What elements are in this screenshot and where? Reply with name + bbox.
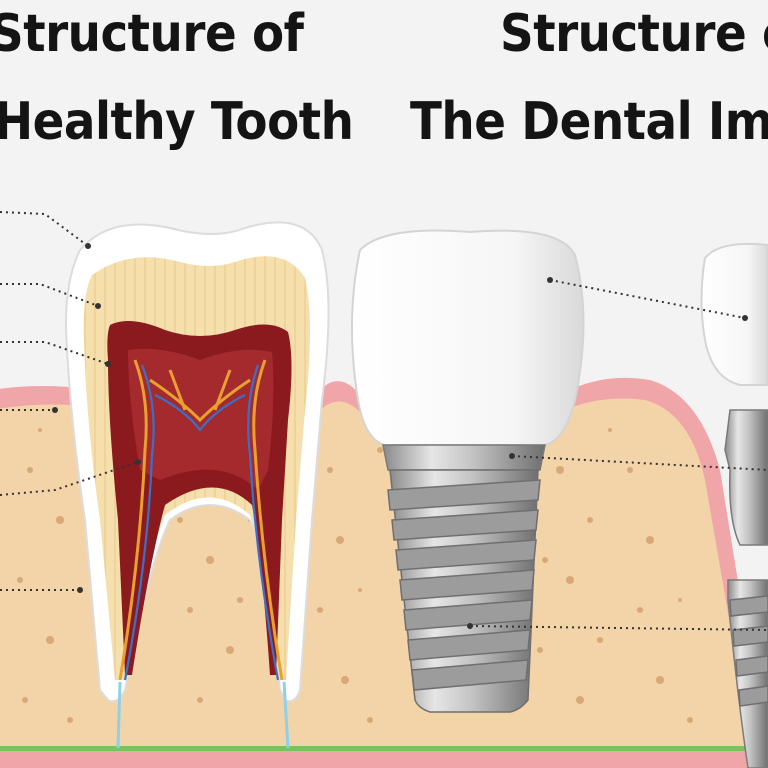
natural-tooth (64, 221, 330, 749)
base-line (0, 746, 768, 751)
root-canals-ends (116, 681, 290, 749)
implant-title-line2: The Dental Imp (410, 92, 768, 152)
leader-dots (52, 243, 748, 629)
implant-title-line1: Structure of (500, 4, 768, 64)
exploded-implant (700, 242, 768, 768)
leader-lines (0, 211, 768, 631)
healthy-tooth-title-line1: Structure of (0, 4, 304, 64)
implant-abutment (382, 444, 546, 471)
bone-speckles (17, 428, 693, 723)
implant-crown (350, 229, 585, 446)
healthy-tooth-title-line2: Healthy Tooth (0, 92, 354, 152)
exploded-crown (700, 242, 768, 386)
base-gum (0, 751, 768, 768)
dental-implant (350, 229, 585, 713)
exploded-abutment (724, 409, 768, 546)
blood-vessels (123, 364, 280, 681)
implant-screw (387, 469, 541, 713)
nerves (118, 359, 284, 681)
